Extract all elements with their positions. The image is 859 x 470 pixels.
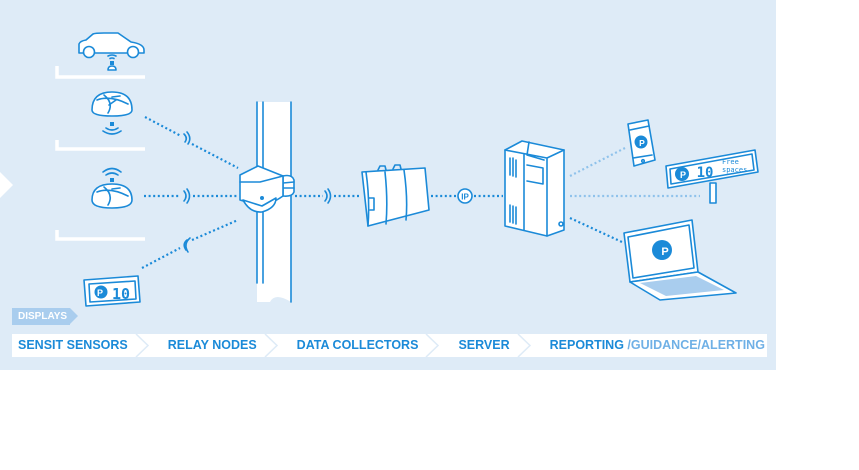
data-collector-icon [361, 164, 430, 227]
parking-symbol: P [97, 288, 103, 298]
wireless-link [144, 116, 182, 137]
chevron-right-icon [261, 334, 283, 357]
parking-slot-line [55, 140, 145, 151]
guidance-sign-icon: P 10 Free spaces [665, 149, 759, 204]
wireless-link [191, 218, 239, 242]
free-count: 10 [697, 165, 714, 181]
process-flow-bar: SENSIT SENSORS RELAY NODES DATA COLLECTO… [12, 334, 767, 357]
step-server: SERVER [458, 338, 510, 352]
step-sensit-sensors: SENSIT SENSORS [18, 338, 128, 352]
ip-label: IP [461, 193, 469, 202]
data-link [569, 147, 626, 177]
parking-symbol: P [639, 138, 645, 148]
wireless-signal-icon [183, 131, 191, 145]
wireless-signal-icon [183, 237, 191, 253]
parking-sensor-icon [91, 167, 133, 209]
parking-display-icon: P 10 [83, 275, 141, 307]
car-with-sensor-icon [78, 32, 145, 71]
data-link [569, 217, 623, 243]
step-reporting-suffix: /GUIDANCE/ALERTING [623, 338, 765, 352]
wireless-signal-icon [183, 188, 191, 204]
wireless-signal-icon [324, 188, 332, 204]
chevron-right-icon [514, 334, 536, 357]
parking-symbol: P [661, 246, 668, 258]
wireless-link [141, 247, 181, 269]
left-arrow-icon [0, 172, 13, 198]
free-count: 10 [112, 285, 130, 303]
relay-node-on-pole-icon [239, 101, 295, 303]
step-reporting-label: REPORTING [549, 338, 624, 352]
chevron-right-icon [132, 334, 154, 357]
step-data-collectors: DATA COLLECTORS [296, 338, 419, 352]
step-relay-nodes: RELAY NODES [167, 338, 257, 352]
sign-line-1: Free [722, 158, 739, 166]
network-diagram: P 10 IP [55, 32, 759, 307]
parking-slot-line [55, 66, 145, 79]
laptop-reporting-icon: P [623, 219, 737, 301]
sign-line-2: spaces [722, 166, 747, 174]
wireless-link [191, 143, 239, 169]
parking-symbol: P [680, 170, 686, 180]
server-tower-icon [504, 140, 565, 237]
ip-badge [457, 188, 473, 204]
chevron-right-icon [422, 334, 444, 357]
parking-slot-line [55, 230, 145, 241]
smartphone-icon: P [627, 119, 656, 167]
displays-tag: DISPLAYS [12, 308, 78, 325]
parking-sensor-icon [91, 91, 133, 135]
step-reporting: REPORTING /GUIDANCE/ALERTING [550, 334, 765, 357]
